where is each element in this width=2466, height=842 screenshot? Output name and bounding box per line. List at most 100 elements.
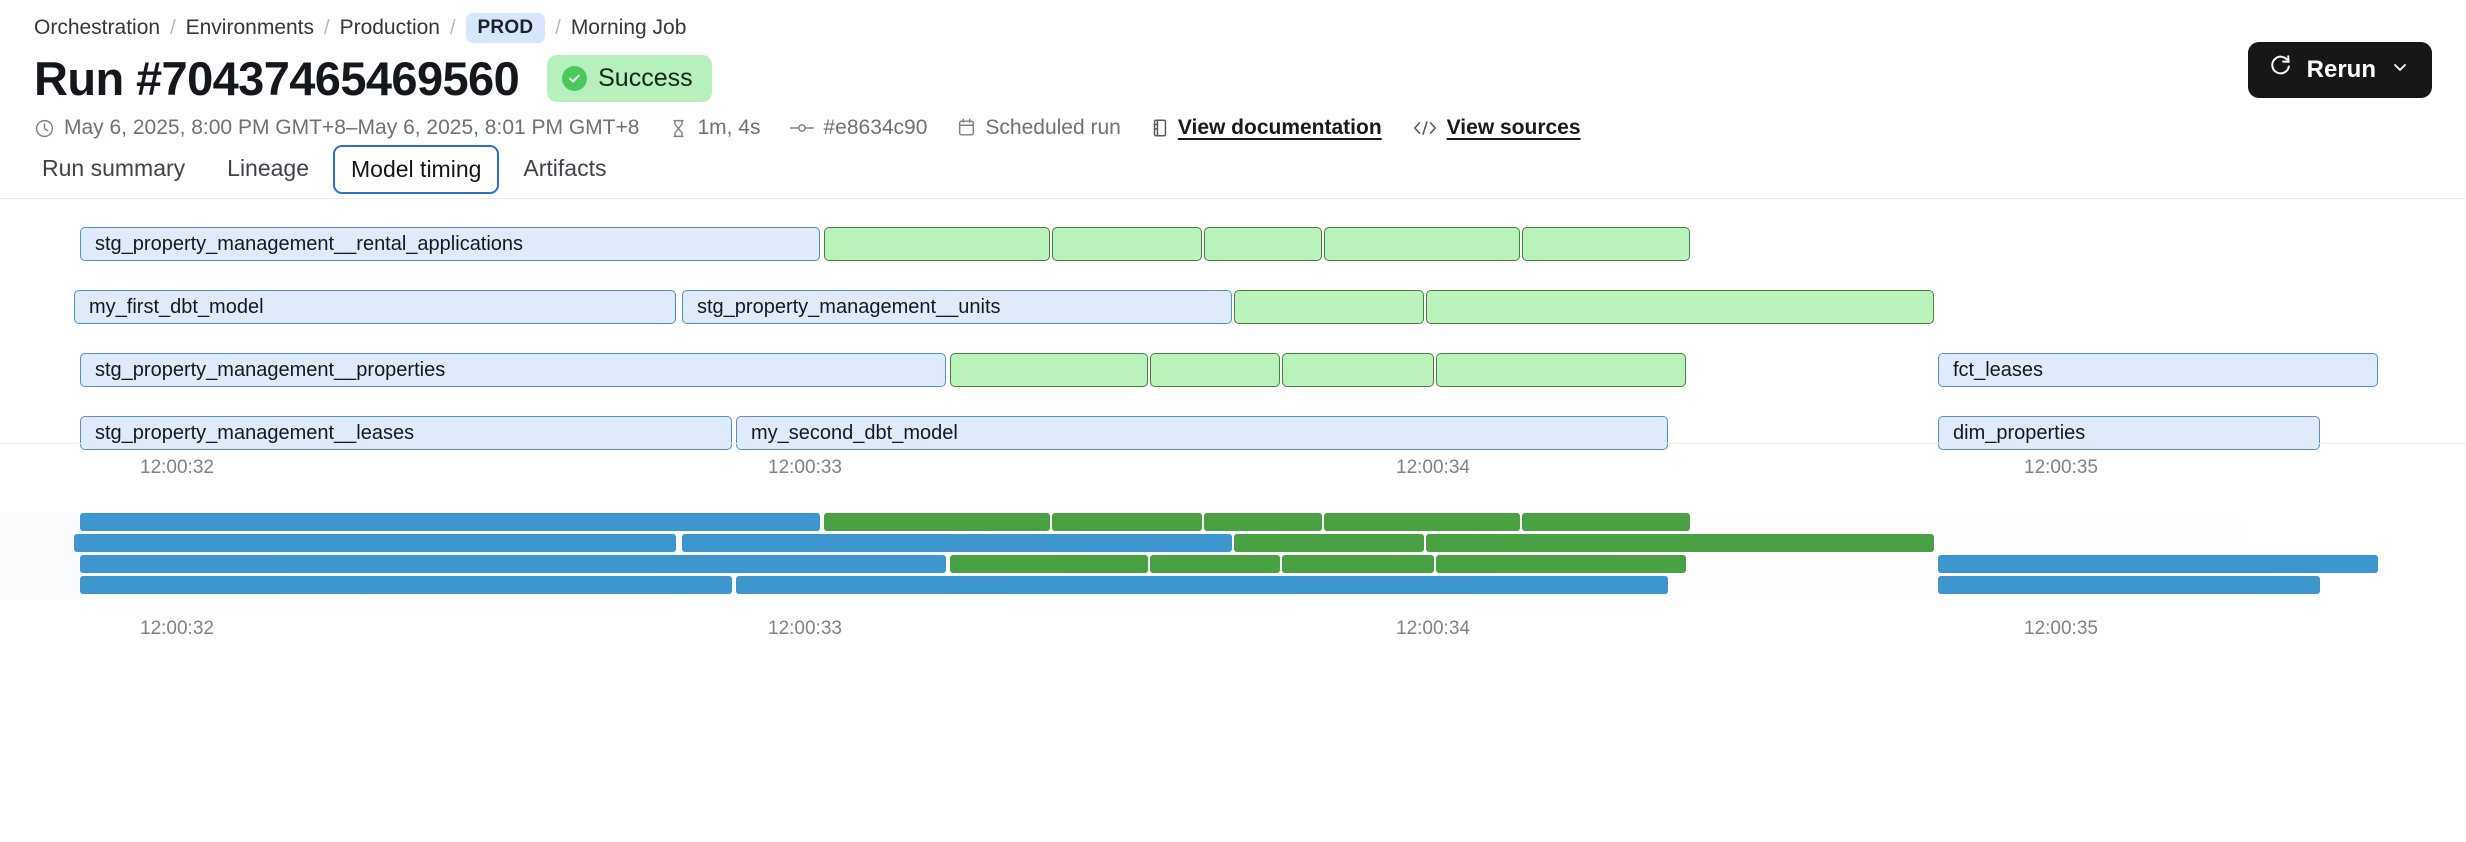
chevron-down-icon[interactable] — [2390, 56, 2410, 84]
time-tick-detail: 12:00:33 — [768, 457, 842, 479]
check-circle-icon — [562, 66, 588, 92]
meta-timerange: May 6, 2025, 8:00 PM GMT+8–May 6, 2025, … — [34, 116, 639, 140]
gantt-bar-test-step[interactable] — [1234, 290, 1424, 325]
gantt-bar-label: stg_property_management__properties — [95, 358, 446, 381]
overview-bar[interactable] — [736, 576, 1668, 595]
rerun-button[interactable]: Rerun — [2247, 42, 2432, 98]
breadcrumb: Orchestration/Environments/Production/PR… — [0, 0, 2466, 43]
meta-duration: 1m, 4s — [669, 116, 760, 140]
overview-bar[interactable] — [1150, 555, 1280, 574]
overview-bar[interactable] — [1426, 534, 1934, 553]
overview-bar[interactable] — [1324, 513, 1520, 532]
overview-lane — [0, 534, 2466, 553]
meta-sources[interactable]: View sources — [1412, 116, 1581, 140]
meta-duration-label: 1m, 4s — [697, 116, 761, 140]
overview-bar[interactable] — [1436, 555, 1686, 574]
gantt-chart-overview[interactable] — [0, 513, 2466, 600]
time-tick-detail: 12:00:34 — [1396, 457, 1470, 479]
meta-commit-label: #e8634c90 — [823, 116, 928, 140]
tab-lineage[interactable]: Lineage — [227, 155, 310, 182]
breadcrumb-separator: / — [555, 16, 561, 39]
overview-lane — [0, 555, 2466, 574]
time-tick-detail: 12:00:35 — [2024, 457, 2098, 479]
overview-bar[interactable] — [1938, 555, 2378, 574]
gantt-bar-test-step[interactable] — [950, 353, 1148, 388]
gantt-bar-label: stg_property_management__leases — [95, 421, 415, 444]
overview-bar[interactable] — [80, 513, 820, 532]
gantt-bar-test-step[interactable] — [1324, 227, 1520, 262]
gantt-bar-test-step[interactable] — [824, 227, 1050, 262]
gantt-bar-test-step[interactable] — [1052, 227, 1202, 262]
clock-icon — [34, 118, 55, 139]
rerun-icon — [2268, 54, 2293, 86]
gantt-bar-my_first_dbt_model[interactable]: my_first_dbt_model — [74, 290, 676, 325]
gantt-bar-stg_property_management__units[interactable]: stg_property_management__units — [682, 290, 1232, 325]
run-metadata: May 6, 2025, 8:00 PM GMT+8–May 6, 2025, … — [0, 103, 2466, 140]
gantt-bar-test-step[interactable] — [1426, 290, 1934, 325]
breadcrumb-item-morning-job: Morning Job — [570, 16, 687, 39]
gantt-bar-stg_property_management__properties[interactable]: stg_property_management__properties — [80, 353, 946, 388]
overview-bar[interactable] — [1052, 513, 1202, 532]
overview-bar[interactable] — [950, 555, 1148, 574]
overview-bar[interactable] — [1522, 513, 1690, 532]
gantt-bar-dim_properties[interactable]: dim_properties — [1938, 416, 2320, 451]
overview-lane — [0, 576, 2466, 595]
time-tick-overview: 12:00:33 — [768, 618, 842, 640]
gantt-bar-label: stg_property_management__rental_applicat… — [95, 232, 524, 255]
meta-timerange-label: May 6, 2025, 8:00 PM GMT+8–May 6, 2025, … — [64, 116, 640, 140]
overview-bar[interactable] — [824, 513, 1050, 532]
overview-bar[interactable] — [1204, 513, 1322, 532]
breadcrumb-separator: / — [324, 16, 330, 39]
gantt-bar-label: my_second_dbt_model — [751, 421, 958, 444]
code-icon — [1412, 119, 1438, 137]
breadcrumb-item-production[interactable]: Production — [339, 16, 440, 39]
gantt-lane: stg_property_management__properties fct_l… — [0, 353, 2466, 388]
view-documentation-link[interactable]: View documentation — [1177, 116, 1382, 140]
title-row: Run #70437465469560 Success Rerun — [0, 28, 2466, 103]
meta-commit: #e8634c90 — [790, 116, 927, 140]
gantt-bar-test-step[interactable] — [1436, 353, 1686, 388]
overview-bar[interactable] — [74, 534, 676, 553]
gantt-bar-stg_property_management__leases[interactable]: stg_property_management__leases — [80, 416, 732, 451]
status-label: Success — [598, 64, 693, 93]
breadcrumb-item-orchestration[interactable]: Orchestration — [34, 16, 161, 39]
overview-lane — [0, 513, 2466, 532]
view-sources-link[interactable]: View sources — [1446, 116, 1581, 140]
overview-bar[interactable] — [80, 576, 732, 595]
tab-run-summary[interactable]: Run summary — [42, 155, 186, 182]
meta-docs[interactable]: View documentation — [1151, 116, 1382, 140]
tab-model-timing[interactable]: Model timing — [333, 145, 500, 195]
breadcrumb-item-prod[interactable]: PROD — [465, 13, 546, 43]
hourglass-icon — [669, 118, 688, 139]
model-timing-panel: stg_property_management__rental_applicat… — [0, 227, 2466, 645]
gantt-bar-my_second_dbt_model[interactable]: my_second_dbt_model — [736, 416, 1668, 451]
gantt-bar-stg_property_management__rental_applications[interactable]: stg_property_management__rental_applicat… — [80, 227, 820, 262]
gantt-bar-fct_leases[interactable]: fct_leases — [1938, 353, 2378, 388]
overview-bar[interactable] — [682, 534, 1232, 553]
tab-bar: Run summary Lineage Model timing Artifacts — [0, 137, 2466, 200]
overview-bar[interactable] — [1234, 534, 1424, 553]
page-title: Run #70437465469560 — [34, 52, 520, 105]
meta-trigger-label: Scheduled run — [985, 116, 1121, 140]
meta-trigger: Scheduled run — [957, 116, 1121, 140]
time-tick-overview: 12:00:35 — [2024, 618, 2098, 640]
gantt-bar-test-step[interactable] — [1204, 227, 1322, 262]
overview-bar[interactable] — [80, 555, 946, 574]
overview-bar[interactable] — [1938, 576, 2320, 595]
gantt-lane: stg_property_management__rental_applicat… — [0, 227, 2466, 262]
status-badge: Success — [547, 55, 712, 103]
gantt-bar-label: my_first_dbt_model — [89, 295, 264, 318]
tab-artifacts[interactable]: Artifacts — [523, 155, 607, 182]
gantt-bar-test-step[interactable] — [1150, 353, 1280, 388]
gantt-bar-test-step[interactable] — [1282, 353, 1434, 388]
breadcrumb-item-environments[interactable]: Environments — [185, 16, 315, 39]
gantt-bar-test-step[interactable] — [1522, 227, 1690, 262]
rerun-label: Rerun — [2306, 56, 2376, 83]
gantt-bar-label: dim_properties — [1953, 421, 2086, 444]
gantt-lane: stg_property_management__leases my_second… — [0, 416, 2466, 451]
time-tick-overview: 12:00:32 — [140, 618, 214, 640]
overview-bar[interactable] — [1282, 555, 1434, 574]
gantt-chart-detail: stg_property_management__rental_applicat… — [0, 227, 2466, 451]
